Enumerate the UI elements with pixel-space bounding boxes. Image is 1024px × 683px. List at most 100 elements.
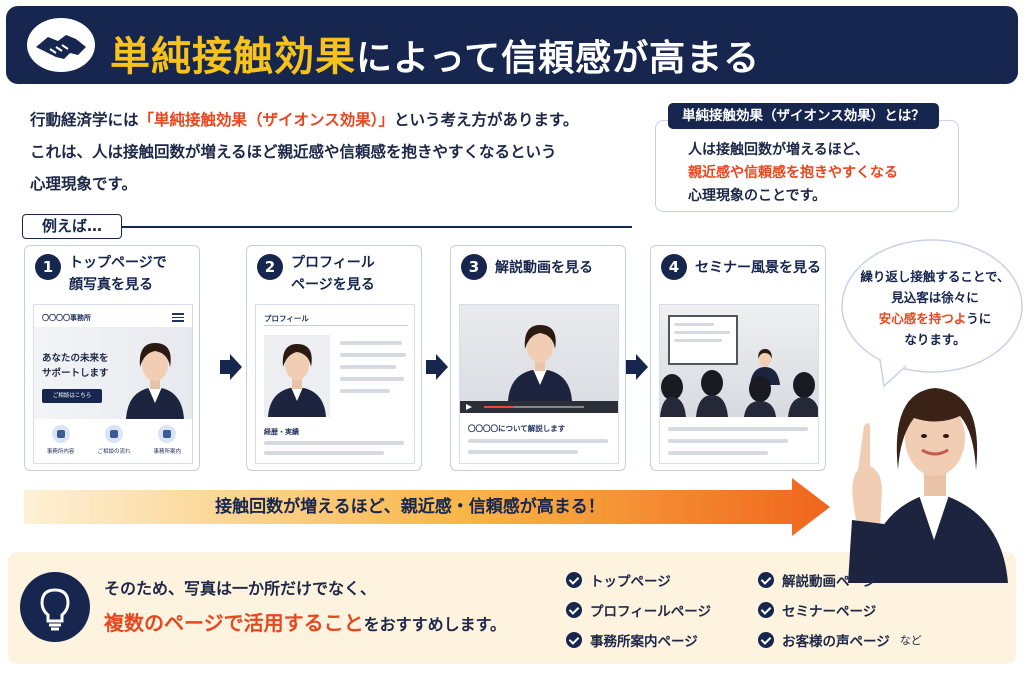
intro-line-1-post: という考え方があります。 — [393, 111, 579, 129]
mock-profile-photo — [264, 335, 330, 417]
step-number: 2 — [257, 254, 283, 280]
checklist-item: トップページ — [566, 570, 671, 590]
placeholder-line — [340, 389, 390, 393]
step-card-1: 1 トップページで 顔写真を見る 〇〇〇〇事務所 あなたの未来を サポートします… — [24, 245, 200, 471]
mock-hero: あなたの未来を サポートします ご相談はこちら — [34, 327, 192, 419]
step-title-line-1: トップページで — [69, 255, 167, 271]
placeholder-line — [674, 339, 722, 342]
mock-icon-row: 事務所内容 ご相談の流れ 事務所案内 — [34, 425, 192, 455]
bubble-line-4: なります。 — [904, 332, 966, 347]
profile-page-mockup: プロフィール 経歴・実績 — [255, 304, 415, 464]
step-title-line-2: 顔写真を見る — [69, 277, 153, 293]
intro-text: 行動経済学には「単純接触効果（ザイオンス効果）」という考え方があります。 これは… — [30, 104, 640, 200]
seminar-room — [660, 305, 818, 417]
person-photo-icon — [268, 344, 326, 417]
mock-cta-button: ご相談はこちら — [42, 389, 102, 403]
placeholder-line — [674, 331, 730, 334]
play-icon — [466, 404, 472, 410]
person-photo-icon — [126, 343, 184, 419]
video-caption: 〇〇〇〇について解説します — [468, 424, 566, 433]
presentation-screen — [668, 315, 738, 365]
checklist-label: トップページ — [590, 574, 671, 590]
bubble-line-2: 見込客は徐々に — [891, 290, 979, 305]
checklist-suffix: など — [899, 634, 922, 647]
step-title-line-2: ページを見る — [291, 277, 375, 293]
step-card-4: 4 セミナー風景を見る — [650, 245, 826, 471]
presenter-woman-illustration — [848, 388, 1008, 583]
video-controls — [460, 401, 618, 413]
mock-headline-1: あなたの未来を — [42, 353, 109, 364]
recommendation-highlight: 複数のページで活用すること — [104, 611, 364, 635]
placeholder-line — [668, 451, 768, 455]
intro-line-1: 行動経済学には「単純接触効果（ザイオンス効果）」という考え方があります。 — [30, 104, 640, 136]
definition-line-2: 親近感や信頼感を抱きやすくなる — [688, 165, 898, 181]
step-title: 解説動画を見る — [495, 257, 623, 279]
title-accent: 単純接触効果 — [110, 34, 356, 80]
definition-box — [655, 120, 959, 212]
check-circle-icon — [758, 632, 774, 648]
mock-headline-2: サポートします — [42, 368, 109, 379]
bubble-line-3-red: 安心感を持つよ — [878, 311, 967, 326]
building-icon — [51, 425, 70, 443]
checklist-item: セミナーページ — [758, 600, 876, 620]
checklist-item: 事務所案内ページ — [566, 630, 698, 650]
seminar-mockup — [659, 304, 819, 464]
recommendation-line-2-post: をおすすめします。 — [363, 615, 507, 634]
definition-line-1: 人は接触回数が増えるほど、 — [688, 142, 869, 158]
step-title-line-1: プロフィール — [291, 255, 375, 271]
seminar-audience-icon — [660, 349, 818, 417]
mock-icon-1: 事務所内容 — [36, 425, 86, 455]
header-banner: 単純接触効果によって信頼感が高まる — [6, 6, 1018, 84]
step-title: セミナー風景を見る — [695, 257, 823, 279]
checklist-label: 事務所案内ページ — [590, 634, 698, 650]
check-circle-icon — [566, 572, 582, 588]
examples-divider — [122, 226, 632, 228]
placeholder-line — [668, 427, 808, 431]
progress-arrow-icon — [24, 478, 830, 536]
video-mockup: 〇〇〇〇について解説します — [459, 304, 619, 464]
intro-term: 「単純接触効果（ザイオンス効果）」 — [138, 111, 394, 129]
book-icon — [158, 425, 177, 443]
check-circle-icon — [566, 632, 582, 648]
video-progress — [484, 406, 584, 408]
step-title: プロフィール ページを見る — [291, 252, 419, 296]
step-title: トップページで 顔写真を見る — [69, 252, 197, 296]
placeholder-line — [468, 450, 578, 454]
video-frame — [460, 305, 618, 413]
intro-line-1-pre: 行動経済学には — [30, 111, 139, 129]
placeholder-line — [264, 451, 384, 455]
mock-logo: 〇〇〇〇事務所 — [42, 314, 91, 322]
placeholder-line — [674, 323, 714, 326]
lightbulb-glyph — [40, 588, 70, 631]
checklist-item: お客様の声ページなど — [758, 630, 922, 650]
placeholder-line — [340, 341, 402, 345]
step-card-3: 3 解説動画を見る 〇〇〇〇について解説します — [450, 245, 626, 471]
person-icon — [104, 425, 123, 443]
checklist-label: お客様の声ページ — [782, 634, 890, 650]
checklist-label: プロフィールページ — [590, 604, 711, 620]
hamburger-menu-icon — [172, 313, 184, 324]
mock-icon-2: ご相談の流れ — [89, 425, 139, 455]
step-title-line-1: セミナー風景を見る — [695, 260, 821, 276]
examples-label: 例えば… — [22, 214, 122, 239]
step-number: 4 — [661, 254, 687, 280]
check-circle-icon — [566, 602, 582, 618]
mock-profile-title: プロフィール — [264, 314, 309, 323]
check-circle-icon — [758, 602, 774, 618]
person-photo-icon — [508, 325, 572, 401]
recommendation-panel — [8, 552, 1016, 664]
checklist-item: 解説動画ページ — [758, 570, 876, 590]
mock-profile-subtitle: 経歴・実績 — [264, 428, 299, 436]
title-rest: によって信頼感が高まる — [356, 38, 761, 79]
arrow-right-icon — [220, 354, 242, 380]
recommendation-text: そのため、写真は一か所だけでなく、 複数のページで活用することをおすすめします。 — [104, 572, 564, 642]
step-number: 3 — [461, 254, 487, 280]
mock-icon-label: 事務所内容 — [46, 449, 75, 455]
progress-arrow-text: 接触回数が増えるほど、親近感・信頼感が高まる！ — [215, 497, 605, 517]
mock-icon-label: 事務所案内 — [153, 449, 182, 455]
mock-icon-3: 事務所案内 — [142, 425, 192, 455]
placeholder-line — [264, 441, 404, 445]
placeholder-line — [340, 377, 404, 381]
bubble-line-3-post: うに — [966, 311, 992, 326]
step-number: 1 — [35, 254, 61, 280]
